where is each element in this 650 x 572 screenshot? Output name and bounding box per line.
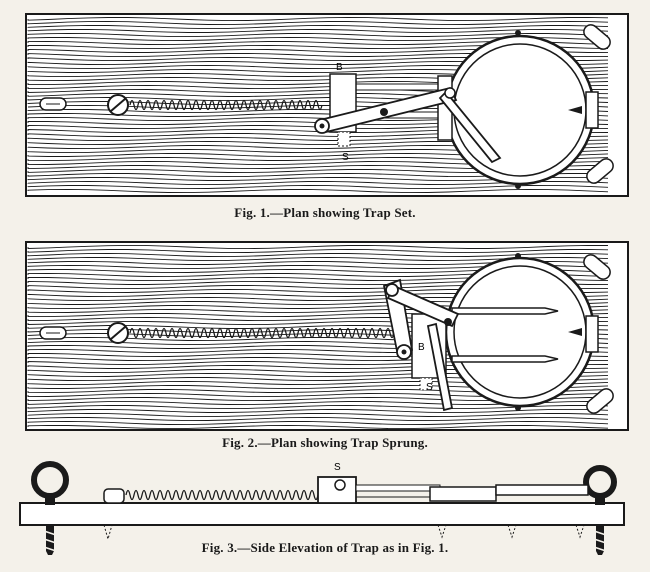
figure-1-diagram: B S [25, 13, 629, 197]
mount-slot-bottom-right [586, 388, 614, 414]
coil-spring [129, 327, 395, 339]
eye-screw-left [31, 461, 69, 555]
wood-grain-line [27, 32, 609, 38]
figure-3-diagram: S [19, 461, 625, 555]
wood-grain-line [27, 404, 609, 410]
eye-screw-right [583, 465, 617, 555]
mount-slot-bottom-right [586, 158, 614, 184]
figure-3-caption: Fig. 3.—Side Elevation of Trap as in Fig… [201, 540, 449, 555]
wood-grain-line [27, 20, 609, 26]
wood-grain-line [27, 24, 609, 30]
screw-head [103, 488, 125, 504]
trap-ring [444, 253, 599, 411]
wood-grain-line [27, 16, 609, 22]
wood-grain-line [27, 188, 609, 194]
label-s: S [426, 382, 433, 393]
screw-head [107, 94, 129, 116]
trigger-levers [382, 278, 460, 412]
figure-2-caption: Fig. 2.—Plan showing Trap Sprung. [222, 435, 428, 450]
mount-slot-top-right [583, 24, 611, 50]
wood-grain-line [27, 412, 609, 418]
wood-grain-line [27, 420, 609, 426]
wood-grain-line [27, 416, 609, 422]
label-s: S [334, 462, 341, 473]
label-s: S [342, 152, 349, 163]
figure-1-caption: Fig. 1.—Plan showing Trap Set. [234, 205, 416, 220]
coil-spring [125, 489, 323, 501]
wood-grain-line [27, 28, 609, 34]
wood-grain-line [27, 424, 609, 430]
wood-grain-line [27, 184, 609, 190]
coil-spring [129, 99, 323, 111]
wood-grain-line [27, 408, 609, 414]
label-b: B [336, 62, 343, 73]
wood-grain-line [27, 252, 609, 258]
bolt-assembly [317, 476, 589, 504]
label-b: B [418, 342, 425, 353]
mount-slot-left [39, 97, 67, 111]
screw-head [107, 322, 129, 344]
wood-grain-line [27, 248, 609, 254]
trigger-levers [314, 86, 502, 164]
figure-2-diagram: B S [25, 241, 629, 431]
wood-grain-line [27, 244, 609, 250]
base-board [19, 502, 625, 526]
mount-slot-left [39, 326, 67, 340]
mount-slot-top-right [583, 254, 611, 280]
dashed-screws [103, 524, 585, 541]
